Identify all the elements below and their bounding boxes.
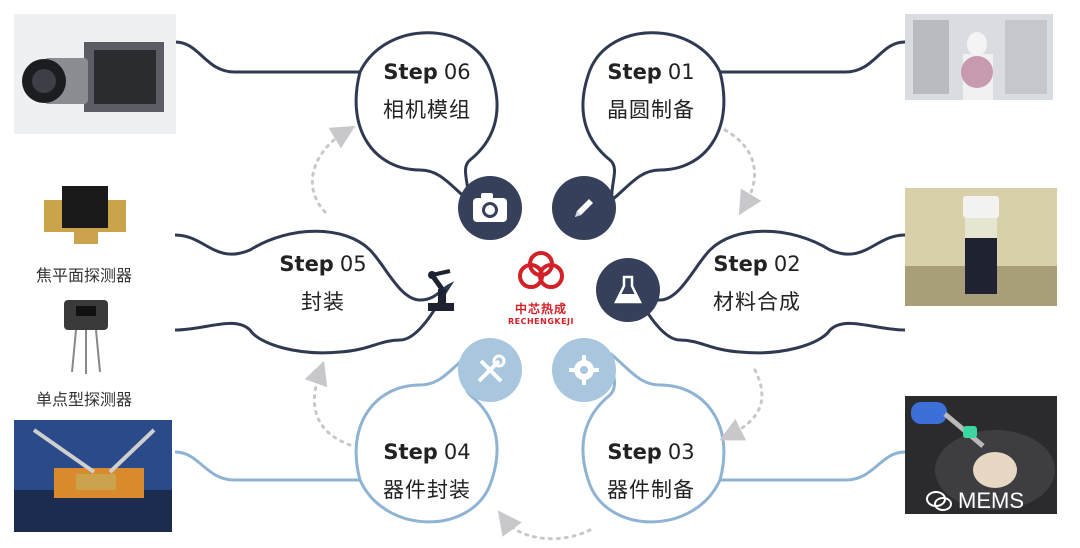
material-vial-photo bbox=[905, 188, 1057, 306]
step-word: Step bbox=[713, 252, 768, 276]
flow-arrow-02-03 bbox=[719, 368, 764, 441]
gear-icon bbox=[552, 338, 616, 402]
petal-step-06 bbox=[174, 31, 499, 203]
tools-icon bbox=[458, 338, 522, 402]
cleanroom-wafer-photo bbox=[905, 14, 1053, 100]
step-word: Step bbox=[607, 440, 662, 464]
step-number: 06 bbox=[443, 60, 471, 84]
robot-arm-icon bbox=[410, 258, 474, 322]
step-number: 01 bbox=[667, 60, 695, 84]
pencil-icon bbox=[552, 176, 616, 240]
step-word: Step bbox=[607, 60, 662, 84]
focal-plane-detector-label: 焦平面探测器 bbox=[36, 266, 133, 285]
petal-step-01 bbox=[581, 31, 906, 203]
flow-arrow-01-02 bbox=[723, 128, 762, 216]
step-title: 器件封装 bbox=[383, 478, 471, 502]
flow-arrow-04-05 bbox=[304, 360, 352, 447]
flask-icon bbox=[596, 258, 660, 322]
step-title: 封装 bbox=[301, 290, 345, 314]
single-point-detector-label: 单点型探测器 bbox=[36, 390, 133, 409]
step-word: Step bbox=[279, 252, 334, 276]
step-number: 03 bbox=[667, 440, 695, 464]
flow-arrow-03-04 bbox=[497, 510, 592, 541]
logo-name-en: RECHENGKEJI bbox=[507, 317, 575, 326]
step-number: 05 bbox=[339, 252, 367, 276]
camera-module-photo bbox=[14, 14, 176, 134]
step-number: 02 bbox=[773, 252, 801, 276]
step-number: 04 bbox=[443, 440, 471, 464]
step-word: Step bbox=[383, 440, 438, 464]
watermark: MEMS bbox=[926, 488, 1024, 514]
focal-plane-detector-photo bbox=[34, 180, 136, 250]
step-word: Step bbox=[383, 60, 438, 84]
camera-icon bbox=[458, 176, 522, 240]
step-title: 器件制备 bbox=[607, 478, 695, 502]
device-packaging-photo bbox=[14, 420, 172, 532]
petal-step-05 bbox=[174, 229, 455, 355]
step-title: 材料合成 bbox=[713, 290, 801, 314]
step-title: 晶圆制备 bbox=[607, 98, 695, 122]
wechat-icon bbox=[926, 491, 952, 511]
logo-mark bbox=[518, 251, 564, 289]
flow-arrow-05-06 bbox=[310, 125, 356, 214]
step-title: 相机模组 bbox=[383, 98, 471, 122]
watermark-text: MEMS bbox=[958, 488, 1024, 513]
logo-name-zh: 中芯热成 bbox=[514, 302, 567, 316]
company-logo: 中芯热成 RECHENGKEJI bbox=[505, 250, 577, 326]
single-point-detector-photo bbox=[56, 294, 116, 376]
